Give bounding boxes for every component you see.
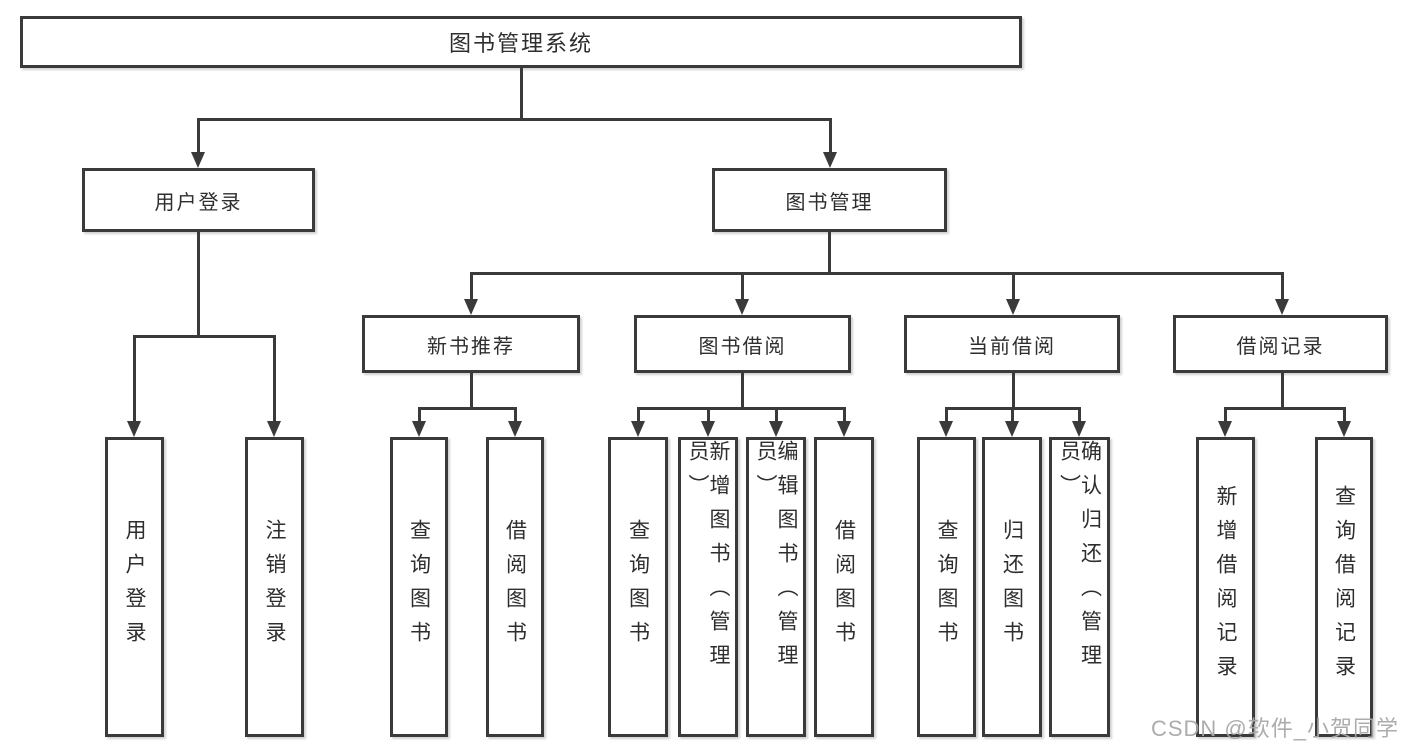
leaf-add-books-admin: 新增图书（管理员） xyxy=(678,437,738,737)
arrow-down-icon xyxy=(939,421,953,437)
csdn-watermark: CSDN @软件_小贺同学 xyxy=(1150,716,1399,741)
node-label: 图书借阅 xyxy=(698,335,787,358)
connector-line xyxy=(418,407,516,410)
arrow-down-icon xyxy=(701,421,715,437)
connector-line xyxy=(1078,407,1081,422)
connector-line xyxy=(707,407,710,422)
connector-line xyxy=(470,373,473,407)
leaf-borrow-books-recommend: 借阅图书 xyxy=(486,437,544,737)
connector-line xyxy=(637,407,845,410)
arrow-down-icon xyxy=(1275,299,1289,315)
leaf-query-borrow-record: 查询借阅记录 xyxy=(1315,437,1373,737)
arrow-down-icon xyxy=(191,152,205,168)
leaf-query-books-recommend: 查询图书 xyxy=(390,437,448,737)
leaf-add-borrow-record: 新增借阅记录 xyxy=(1196,437,1255,737)
leaf-logout: 注销登录 xyxy=(245,437,304,737)
leaf-query-books-current: 查询图书 xyxy=(917,437,976,737)
arrow-down-icon xyxy=(1005,421,1019,437)
node-label: 借阅图书 xyxy=(832,519,856,655)
connector-line xyxy=(1281,373,1284,407)
node-label: 图书管理系统 xyxy=(448,31,593,56)
leaf-return-books: 归还图书 xyxy=(982,437,1042,737)
node-current-borrowing: 当前借阅 xyxy=(904,315,1120,373)
connector-line xyxy=(520,68,523,118)
connector-line xyxy=(1224,407,1227,422)
node-new-book-recommendation: 新书推荐 xyxy=(362,315,580,373)
connector-line xyxy=(741,373,744,407)
leaf-user-login: 用户登录 xyxy=(105,437,164,737)
connector-line xyxy=(514,407,517,422)
node-label: 查询图书 xyxy=(626,519,650,655)
connector-line xyxy=(945,407,948,422)
node-book-borrowing: 图书借阅 xyxy=(634,315,851,373)
connector-line xyxy=(1012,272,1015,300)
arrow-down-icon xyxy=(1072,421,1086,437)
node-label: 借阅记录 xyxy=(1236,335,1325,358)
arrow-down-icon xyxy=(508,421,522,437)
node-label: 新增借阅记录 xyxy=(1214,485,1237,689)
connector-line xyxy=(197,118,200,154)
leaf-query-books-borrowing: 查询图书 xyxy=(608,437,668,737)
connector-line xyxy=(1012,373,1015,407)
connector-line xyxy=(470,272,473,300)
connector-line xyxy=(197,232,200,335)
arrow-down-icon xyxy=(823,152,837,168)
leaf-borrow-books: 借阅图书 xyxy=(814,437,874,737)
node-label: 查询图书 xyxy=(407,519,431,655)
arrow-down-icon xyxy=(735,299,749,315)
connector-line xyxy=(1343,407,1346,422)
node-label: 确认归还（管理员） xyxy=(1057,440,1102,678)
node-label: 新书推荐 xyxy=(427,335,515,358)
node-label: 归还图书 xyxy=(1000,519,1024,655)
node-label: 借阅图书 xyxy=(503,519,527,655)
connector-line xyxy=(273,335,276,422)
connector-line xyxy=(1011,407,1014,422)
connector-line xyxy=(133,335,276,338)
connector-line xyxy=(470,272,1283,275)
connector-line xyxy=(418,407,421,422)
connector-line xyxy=(741,272,744,300)
arrow-down-icon xyxy=(1006,299,1020,315)
node-label: 编辑图书（管理员） xyxy=(754,440,798,678)
connector-line xyxy=(843,407,846,422)
connector-line xyxy=(775,407,778,422)
connector-line xyxy=(1224,407,1345,410)
node-book-management: 图书管理 xyxy=(712,168,947,232)
connector-line xyxy=(829,118,832,154)
connector-line xyxy=(133,335,136,422)
node-user-login: 用户登录 xyxy=(82,168,315,232)
arrow-down-icon xyxy=(127,421,141,437)
arrow-down-icon xyxy=(837,421,851,437)
node-library-management-system: 图书管理系统 xyxy=(20,16,1022,68)
node-label: 用户登录 xyxy=(123,519,146,655)
node-label: 查询借阅记录 xyxy=(1332,485,1356,689)
node-label: 用户登录 xyxy=(154,191,243,214)
arrow-down-icon xyxy=(267,421,281,437)
leaf-confirm-return-admin: 确认归还（管理员） xyxy=(1049,437,1110,737)
arrow-down-icon xyxy=(1218,421,1232,437)
arrow-down-icon xyxy=(412,421,426,437)
connector-line xyxy=(1281,272,1284,300)
node-borrowing-records: 借阅记录 xyxy=(1173,315,1388,373)
connector-line xyxy=(828,232,831,272)
node-label: 图书管理 xyxy=(785,191,874,214)
leaf-edit-books-admin: 编辑图书（管理员） xyxy=(746,437,806,737)
node-label: 查询图书 xyxy=(935,519,958,655)
node-label: 注销登录 xyxy=(263,519,286,655)
connector-line xyxy=(197,118,832,121)
arrow-down-icon xyxy=(631,421,645,437)
node-label: 当前借阅 xyxy=(968,335,1056,358)
arrow-down-icon xyxy=(1337,421,1351,437)
node-label: 新增图书（管理员） xyxy=(686,440,730,678)
connector-line xyxy=(637,407,640,422)
arrow-down-icon xyxy=(464,299,478,315)
arrow-down-icon xyxy=(769,421,783,437)
